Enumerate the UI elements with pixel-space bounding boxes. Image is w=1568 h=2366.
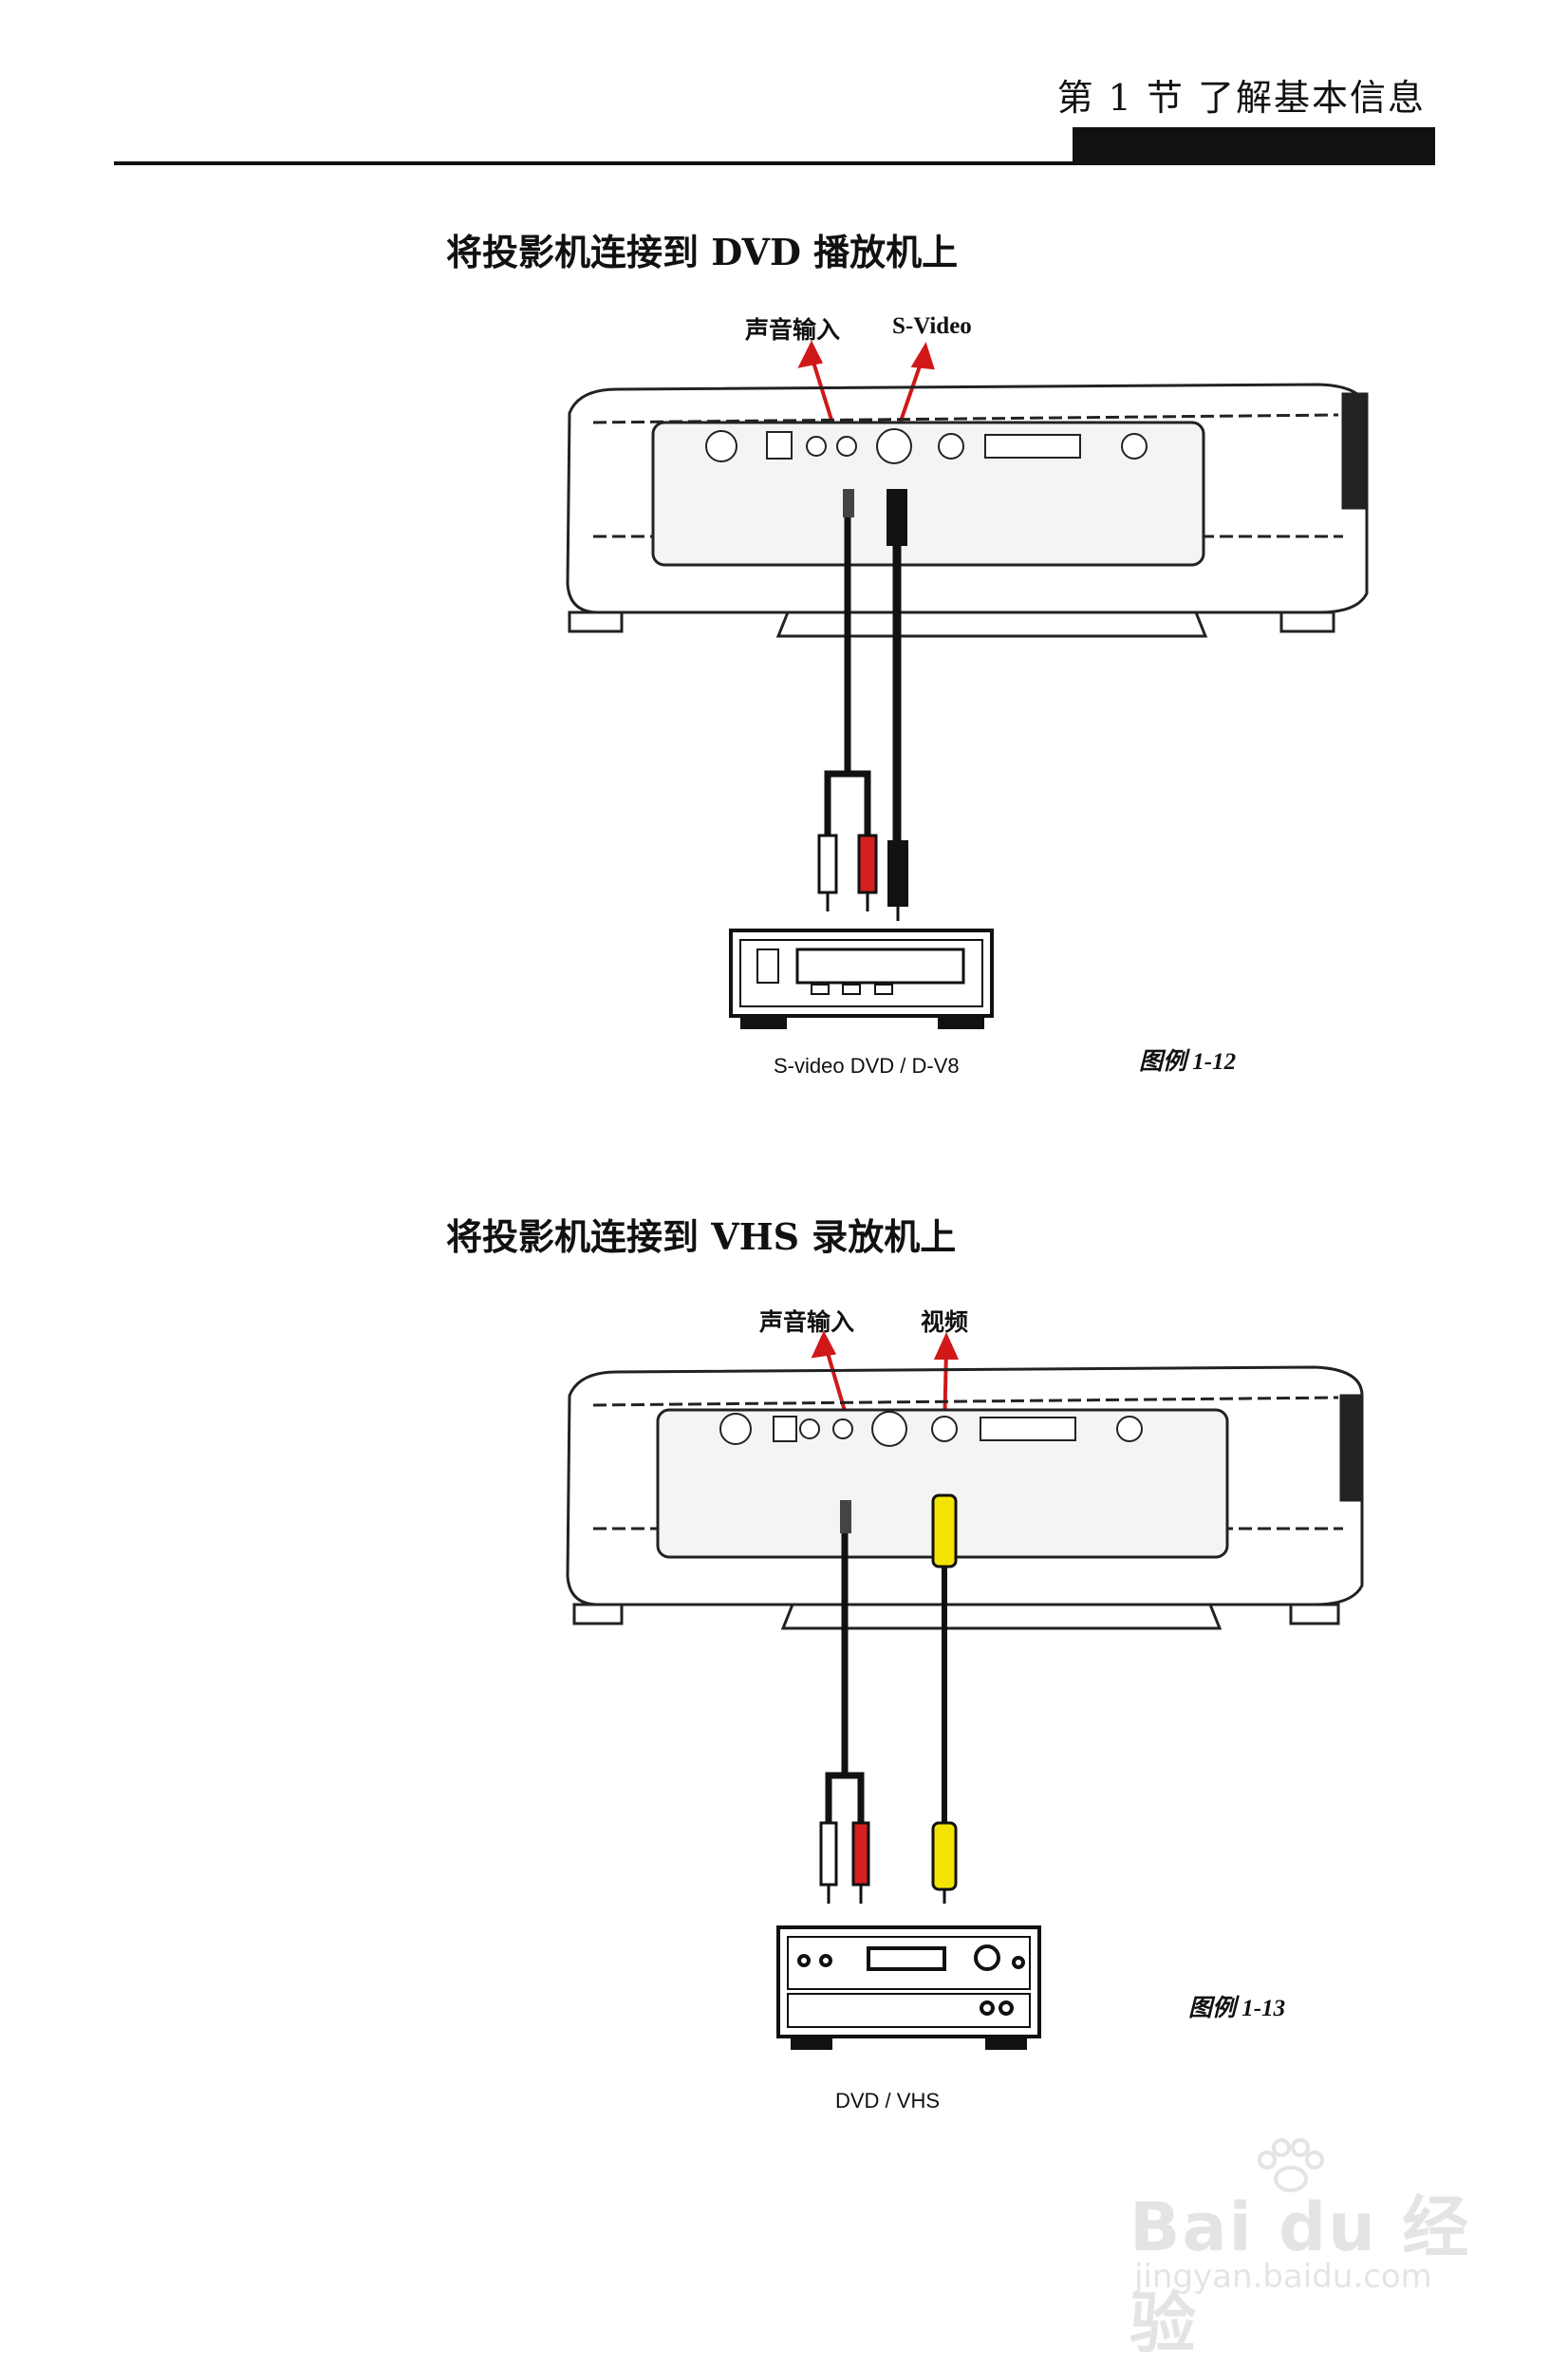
figure-caption-1-12: 图例 1-12 (1139, 1049, 1237, 1075)
svideo-plug-bottom (887, 840, 908, 907)
chapter-header: 第 1 节 了解基本信息 (1056, 77, 1426, 119)
svideo-plug-top (887, 489, 907, 546)
audio-plug-top (840, 1500, 851, 1533)
audio-plug-top (843, 489, 854, 517)
projector-ports (719, 1411, 1143, 1447)
figure-dvd-connection (541, 337, 1395, 1116)
projector-rear-panel (566, 383, 1369, 638)
figure-caption-1-13: 图例 1-13 (1188, 1996, 1286, 2021)
audio-plug-red (851, 1821, 870, 1887)
audio-cable (824, 498, 871, 840)
audio-plug-white (817, 834, 838, 894)
audio-input-label: 声音输入 (745, 316, 841, 344)
watermark-brand: Bai du 经验 (1129, 2188, 1471, 2362)
dvd-player (729, 929, 994, 1029)
vhs-device-label: DVD / VHS (835, 2089, 941, 2112)
section-title-dvd: 将投影机连接到 DVD 播放机上 (446, 231, 959, 273)
paw-icon (1258, 2138, 1324, 2192)
projector-rear-panel (566, 1365, 1364, 1630)
video-plug-top (931, 1493, 958, 1568)
baidu-watermark: Bai du 经验 jingyan.baidu.com (1092, 2136, 1490, 2362)
projector-ports (705, 428, 1148, 464)
header-rule (114, 161, 1435, 165)
video-plug-bottom (931, 1821, 958, 1891)
header-block (1073, 127, 1435, 165)
watermark-url: jingyan.baidu.com (1134, 2258, 1432, 2296)
audio-plug-white (819, 1821, 838, 1887)
figure-vhs-connection (555, 1329, 1391, 2108)
vhs-player (776, 1925, 1041, 2050)
dvd-device-label: S-video DVD / D-V8 (774, 1054, 960, 1078)
section-title-vhs: 将投影机连接到 VHS 录放机上 (446, 1215, 957, 1258)
svideo-label: S-Video (892, 313, 972, 339)
audio-input-label-2: 声音输入 (759, 1308, 855, 1336)
audio-cable (825, 1519, 865, 1828)
audio-plug-red (857, 834, 878, 894)
video-label: 视频 (921, 1308, 969, 1336)
